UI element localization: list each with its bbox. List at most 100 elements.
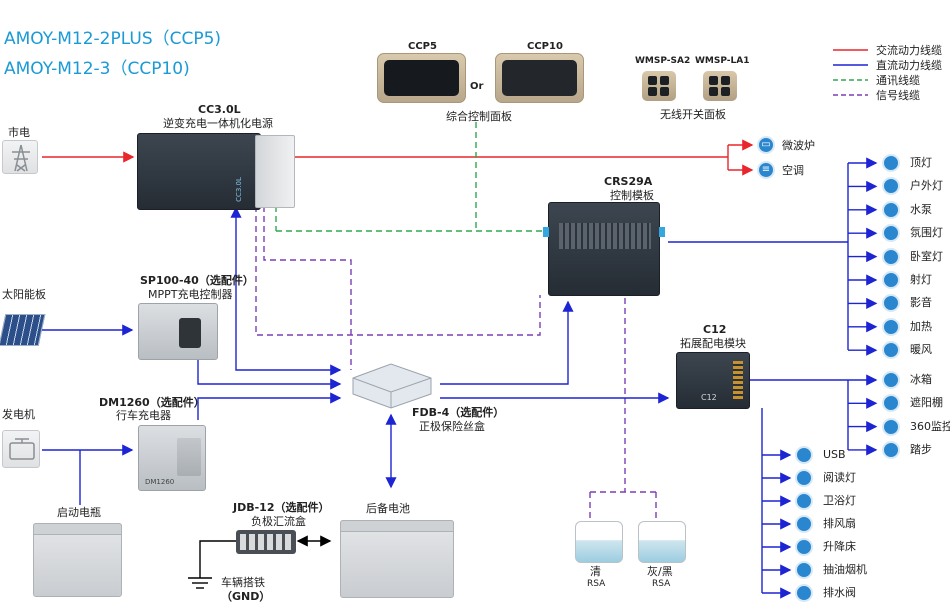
c12b-load-label: 升降床 xyxy=(823,540,856,553)
tv-icon xyxy=(882,294,900,313)
ccp10-label: CCP10 xyxy=(527,41,563,52)
signal-lines xyxy=(255,206,657,518)
backup-battery-label: 后备电池 xyxy=(366,502,410,515)
ac-power-lines xyxy=(42,139,754,176)
jdb12-model: JDB-12（选配件） xyxy=(233,501,330,514)
grid-label: 市电 xyxy=(8,126,30,139)
c12b-load-label: 抽油烟机 xyxy=(823,563,867,576)
legend-comm: 通讯线缆 xyxy=(876,74,920,87)
solar-panel-icon xyxy=(0,314,46,346)
heater-icon xyxy=(882,317,900,336)
drain-valve-icon xyxy=(795,584,813,602)
c12a-load-label: 360监控 xyxy=(910,419,950,433)
cc3-brand-text: CC3.0L xyxy=(234,177,243,202)
ambient-light-icon xyxy=(882,224,900,243)
generator-icon xyxy=(2,430,40,468)
fdb4-model: FDB-4（选配件） xyxy=(412,406,505,419)
outdoor-light-icon xyxy=(882,177,900,196)
legend-lines xyxy=(833,49,868,96)
dm1260-model: DM1260（选配件） xyxy=(99,396,205,409)
solar-label: 太阳能板 xyxy=(2,288,46,301)
c12b-load-label: 排水阀 xyxy=(823,586,856,599)
backup-battery xyxy=(340,520,454,598)
start-battery xyxy=(33,523,122,597)
wmsp-sa2-label: WMSP-SA2 xyxy=(635,56,691,66)
ceiling-light-icon xyxy=(882,154,900,172)
crs-load-label: 暖风 xyxy=(910,343,932,357)
crs-load-label: 加热 xyxy=(910,319,932,333)
spotlight-icon xyxy=(882,271,900,289)
air-conditioner-icon: ≡ xyxy=(757,161,775,179)
crs-load-label: 卧室灯 xyxy=(910,249,943,263)
legend-dc: 直流动力线缆 xyxy=(876,59,942,72)
cc3-inverter-charger: CC3.0L xyxy=(137,133,295,210)
c12b-load-label: USB xyxy=(823,448,846,461)
crs-load-label: 氛围灯 xyxy=(910,226,943,240)
crs-load-label: 影音 xyxy=(910,296,932,310)
crs-load-label: 顶灯 xyxy=(910,156,932,169)
title-line-1: AMOY-M12-2PLUS（CCP5) xyxy=(4,29,222,49)
tank-grey-sub: RSA xyxy=(652,579,671,589)
microwave-icon: ▭ xyxy=(757,136,775,154)
bathroom-light-icon xyxy=(795,492,813,510)
ac-load-microwave: 微波炉 xyxy=(782,139,815,152)
ground-label-2: （GND） xyxy=(221,590,271,603)
ground-lines xyxy=(188,535,332,589)
ccp10-panel xyxy=(495,53,584,103)
fridge-icon xyxy=(882,371,900,389)
ccp5-label: CCP5 xyxy=(408,41,437,52)
c12a-load-label: 踏步 xyxy=(910,442,932,456)
dm1260-brand-text: DM1260 xyxy=(145,478,175,486)
or-label: Or xyxy=(470,81,484,92)
load-arrow-lines xyxy=(762,157,878,599)
cc3-desc: 逆变充电一体机化电源 xyxy=(163,117,273,130)
tank-grey-label: 灰/黑 xyxy=(647,565,673,578)
start-battery-label: 启动电瓶 xyxy=(57,506,101,519)
exhaust-fan-icon xyxy=(795,515,813,533)
wireless-switch-caption: 无线开关面板 xyxy=(660,108,726,121)
generator-label: 发电机 xyxy=(2,408,35,421)
clean-water-tank xyxy=(575,521,623,563)
c12-model: C12 xyxy=(703,323,727,336)
c12a-load-label: 遮阳棚 xyxy=(910,396,943,410)
sp100-desc: MPPT充电控制器 xyxy=(148,288,233,301)
control-panel-caption: 综合控制面板 xyxy=(446,110,512,123)
water-pump-icon xyxy=(882,200,900,219)
ground-label-1: 车辆搭铁 xyxy=(221,576,265,589)
dm1260-dc-charger: DM1260 xyxy=(138,425,206,491)
lift-bed-icon xyxy=(795,538,813,556)
wmsp-la1-switch xyxy=(703,71,737,101)
legend-signal: 信号线缆 xyxy=(876,89,920,102)
warm-air-icon xyxy=(882,341,900,360)
step-icon xyxy=(882,440,900,459)
c12a-load-label: 冰箱 xyxy=(910,373,932,386)
crs29a-desc: 控制模板 xyxy=(610,189,654,202)
wmsp-sa2-switch xyxy=(642,71,676,101)
cc3-model: CC3.0L xyxy=(198,103,241,116)
grey-black-water-tank xyxy=(638,521,686,563)
legend-ac: 交流动力线缆 xyxy=(876,44,942,57)
range-hood-icon xyxy=(795,561,813,579)
c12b-load-label: 阅读灯 xyxy=(823,471,856,484)
c12b-load-label: 排风扇 xyxy=(823,517,856,530)
wmsp-la1-label: WMSP-LA1 xyxy=(695,56,750,66)
c12-brand-text: C12 xyxy=(701,393,717,402)
jdb12-negative-busbar xyxy=(236,530,296,554)
c12-distribution-module: C12 xyxy=(676,352,750,409)
sp100-model: SP100-40（选配件） xyxy=(140,274,254,287)
tank-clean-label: 清 xyxy=(590,565,601,578)
title-line-2: AMOY-M12-3（CCP10) xyxy=(4,59,190,79)
c12b-load-label: 卫浴灯 xyxy=(823,494,856,507)
fdb4-fuse-box xyxy=(345,360,437,410)
c12-desc: 拓展配电模块 xyxy=(680,337,746,350)
crs-load-label: 射灯 xyxy=(910,273,932,286)
ccp5-panel xyxy=(377,53,466,103)
camera-icon xyxy=(882,417,900,436)
fdb4-desc: 正极保险丝盒 xyxy=(419,420,485,433)
grid-tower-icon xyxy=(2,140,38,174)
crs-load-label: 水泵 xyxy=(910,202,932,216)
jdb12-desc: 负极汇流盒 xyxy=(251,515,306,528)
crs29a-model: CRS29A xyxy=(604,175,653,188)
crs-load-label: 户外灯 xyxy=(910,179,943,193)
usb-icon xyxy=(795,446,813,464)
